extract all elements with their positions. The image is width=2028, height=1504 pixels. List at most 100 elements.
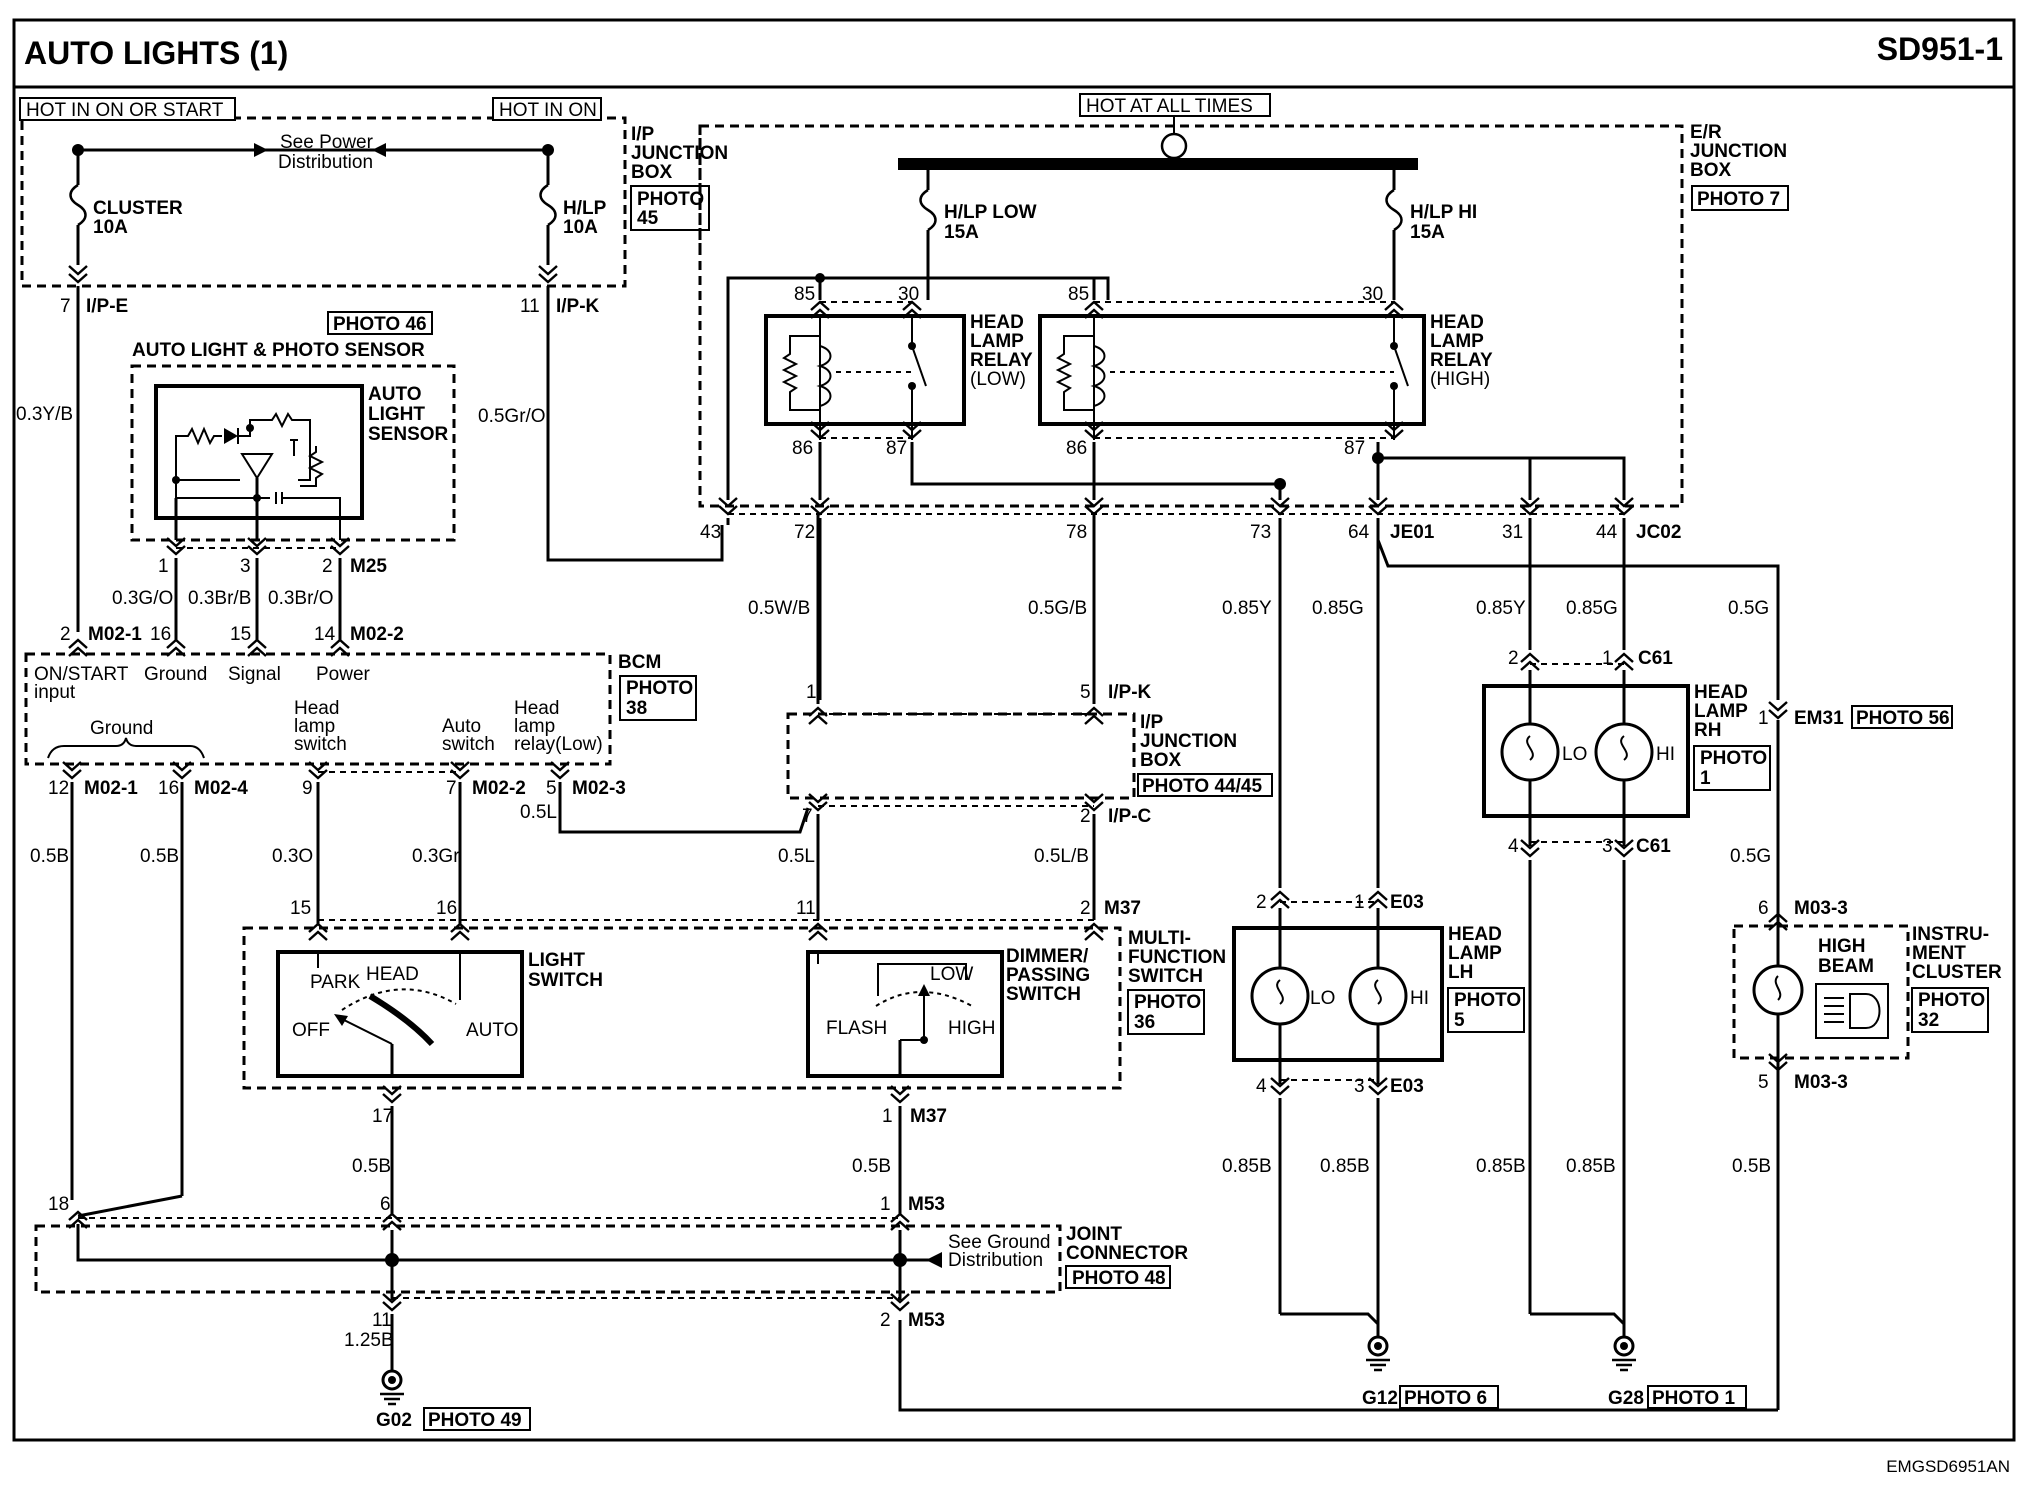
hlp-low-fuse-rating: 15A: [944, 222, 979, 243]
bcm-pin-name: relay(Low): [514, 734, 603, 755]
bcm-pin-name: Ground: [144, 664, 207, 685]
wire-label: 0.5L/B: [1034, 846, 1089, 867]
wire-label: 0.85B: [1476, 1156, 1526, 1177]
joint-connector-label: CONNECTOR: [1066, 1243, 1188, 1264]
cluster-fuse-rating: 10A: [93, 217, 128, 238]
hot-in-on-or-start-label: HOT IN ON OR START: [26, 100, 224, 121]
cluster-label: INSTRU-: [1912, 924, 1989, 945]
footer-code: EMGSD6951AN: [1886, 1457, 2010, 1476]
bcm-pin-name: Signal: [228, 664, 281, 685]
wire-label: 0.5B: [352, 1156, 391, 1177]
connector-jc02: JC02: [1636, 522, 1681, 543]
wire-label: 0.85G: [1566, 598, 1618, 619]
ip-junction-box-outline: [20, 116, 627, 288]
wire-label: 0.5B: [852, 1156, 891, 1177]
wire-label: 1.25B: [344, 1330, 394, 1351]
multifunction-switch-outline: [242, 926, 1122, 1090]
sensor-title: AUTO LIGHT & PHOTO SENSOR: [132, 340, 425, 361]
wire-label: 0.5L: [778, 846, 815, 867]
ground-label: G28: [1608, 1388, 1644, 1409]
head-lamp-lh-photo: 5: [1454, 1010, 1465, 1031]
wire-label: 0.3G/O: [112, 588, 173, 609]
diagram-code: SD951-1: [1877, 31, 2003, 67]
joint-connector-outline: [34, 1224, 1062, 1294]
auto-light-sensor: [154, 384, 364, 520]
head-lamp-rh-label: RH: [1694, 720, 1721, 741]
cluster-label: CLUSTER: [1912, 962, 2002, 983]
wire-label: 0.5B: [30, 846, 69, 867]
ground-g02-icon: [378, 1369, 406, 1406]
connector-em31: EM31: [1794, 708, 1844, 729]
switch-position-off: OFF: [292, 1020, 330, 1041]
page-frame: [12, 18, 2016, 1442]
wire-label: 0.85Y: [1222, 598, 1272, 619]
relay-pin: 85: [794, 284, 815, 305]
head-lamp-lh-label: LH: [1448, 962, 1473, 983]
pin-label: 12: [48, 778, 69, 799]
head-lamp-lh-photo: PHOTO: [1454, 990, 1521, 1011]
relay-pin: 85: [1068, 284, 1089, 305]
pin-label: 2: [1256, 892, 1267, 913]
wire-label: 0.5L: [520, 802, 557, 823]
relay-low-label: RELAY: [970, 350, 1033, 371]
head-lamp-rh: [1482, 684, 1690, 818]
ip-jbox2-label: JUNCTION: [1140, 731, 1237, 752]
mfs-label: SWITCH: [1128, 966, 1203, 987]
er-bus-bar: [898, 158, 1418, 170]
connector-ipk: I/P-K: [556, 296, 600, 317]
joint-connector-photo: PHOTO 48: [1072, 1268, 1166, 1289]
hlp-low-fuse-name: H/LP LOW: [944, 202, 1037, 223]
wire-label: 0.5G: [1730, 846, 1771, 867]
relay-pin: 30: [898, 284, 919, 305]
bcm-pin-name: ON/START: [34, 664, 129, 685]
connector-m53: M53: [908, 1310, 945, 1331]
diagram-title: AUTO LIGHTS (1): [24, 35, 288, 71]
sensor-label: LIGHT: [368, 404, 425, 425]
hot-at-all-times-label: HOT AT ALL TIMES: [1086, 96, 1253, 117]
bcm-photo: 38: [626, 698, 647, 719]
bcm-pin-name: switch: [294, 734, 347, 755]
pin-label: 3: [240, 556, 251, 577]
pin-label: 16: [150, 624, 171, 645]
pin-label: 1: [882, 1106, 893, 1127]
dimmer-label: PASSING: [1006, 965, 1090, 986]
pin-label: 1: [158, 556, 169, 577]
pin-label: 18: [48, 1194, 69, 1215]
pin-label: 11: [520, 296, 540, 317]
hlp-fuse-rating: 10A: [563, 217, 598, 238]
pin-label: 72: [794, 522, 815, 543]
bcm-pin-name: Auto: [442, 716, 481, 737]
connector-m25: M25: [350, 556, 387, 577]
connector-je01: JE01: [1390, 522, 1435, 543]
connector-m02-1: M02-1: [88, 624, 142, 645]
ground-note: Distribution: [948, 1250, 1043, 1271]
ground-label: G12: [1362, 1388, 1398, 1409]
connector-m03-3: M03-3: [1794, 898, 1848, 919]
head-lamp-relay-high: [1038, 314, 1426, 426]
bulb-label: LO: [1310, 988, 1335, 1009]
wire-label: 0.3Y/B: [16, 404, 73, 425]
connector-ipe: I/P-E: [86, 296, 128, 317]
mfs-photo: PHOTO: [1134, 992, 1201, 1013]
relay-pin: 30: [1362, 284, 1383, 305]
pin-label: 1: [1354, 892, 1365, 913]
pin-label: 16: [158, 778, 179, 799]
pin-label: 73: [1250, 522, 1271, 543]
connector-m03-3: M03-3: [1794, 1072, 1848, 1093]
head-lamp-rh-lo-bulb: [1500, 722, 1560, 782]
er-jbox-label: BOX: [1690, 160, 1732, 181]
cluster-photo: 32: [1918, 1010, 1939, 1031]
bcm-pin-name: Ground: [90, 718, 153, 739]
sensor-photo: PHOTO 46: [333, 314, 427, 335]
ground-photo: PHOTO 1: [1652, 1388, 1735, 1409]
wire-label: 0.3Gr: [412, 846, 460, 867]
wire-label: 0.5G/B: [1028, 598, 1087, 619]
mfs-photo: 36: [1134, 1012, 1155, 1033]
wire-label: 0.5B: [1732, 1156, 1771, 1177]
head-lamp-rh-label: LAMP: [1694, 701, 1748, 722]
light-switch-label: SWITCH: [528, 970, 603, 991]
light-switch-label: LIGHT: [528, 950, 585, 971]
pin-label: 7: [446, 778, 457, 799]
wire-label: 0.85G: [1312, 598, 1364, 619]
